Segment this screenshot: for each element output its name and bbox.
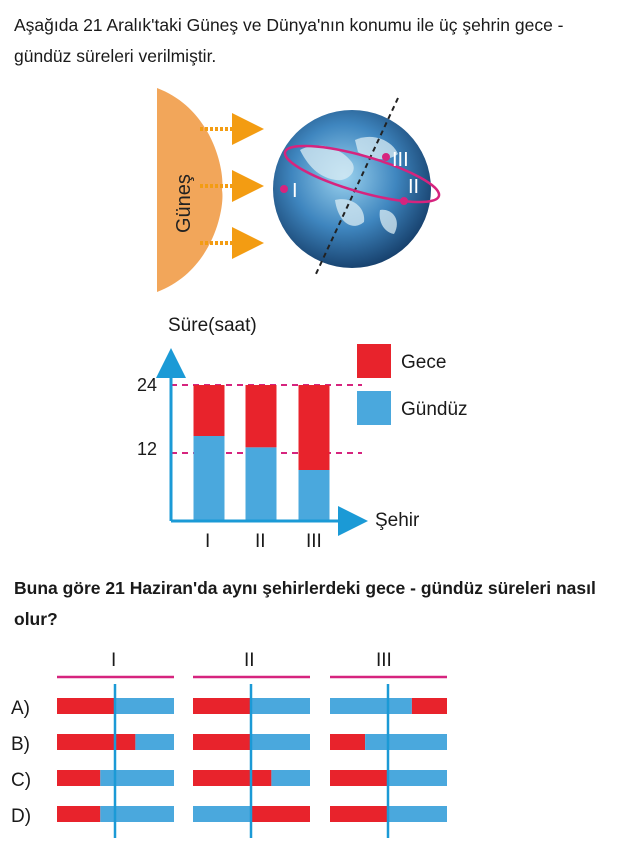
option-a-bar-1-part-2: [115, 698, 174, 714]
option-d-bar-2-part-1: [193, 806, 252, 822]
option-a-bar-2-part-2: [251, 698, 310, 714]
chart-bars-group: [171, 384, 362, 521]
option-column-i: I: [111, 650, 116, 671]
legend-label-gunduz: Gündüz: [401, 399, 468, 420]
option-b-bar-1-part-2: [135, 734, 174, 750]
bar-gece-iii: [298, 385, 330, 470]
city-label-i: I: [292, 180, 298, 202]
option-b-bar-3-part-2: [365, 734, 447, 750]
option-d-bar-1-part-1: [57, 806, 101, 822]
option-d-bar-3-part-1: [330, 806, 389, 822]
bar-gece-ii: [245, 385, 277, 448]
option-a-bar-2-part-1: [193, 698, 252, 714]
option-letter-d[interactable]: D): [11, 806, 31, 827]
city-dot-ii: [400, 197, 408, 205]
option-c-bar-2-part-1: [193, 770, 272, 786]
option-c-bar-1-part-1: [57, 770, 101, 786]
y-tick-24: 24: [137, 375, 157, 395]
question-text: Buna göre 21 Haziran'da aynı şehirlerdek…: [14, 578, 596, 629]
city-label-iii: III: [392, 149, 409, 171]
city-label-ii: II: [408, 176, 419, 198]
sun-label: Güneş: [173, 174, 195, 233]
option-c-bar-3-part-2: [388, 770, 447, 786]
option-column-ii: II: [244, 650, 255, 671]
earth-axis: [314, 97, 399, 277]
legend-swatch-gece: [357, 344, 391, 378]
option-d-bar-1-part-2: [100, 806, 174, 822]
bar-gündüz-i: [193, 436, 225, 521]
legend-swatch-gunduz: [357, 391, 391, 425]
option-d-bar-3-part-2: [388, 806, 447, 822]
y-axis-title: Süre(saat): [168, 315, 257, 336]
option-b-bar-3-part-1: [330, 734, 366, 750]
option-letter-b[interactable]: B): [11, 734, 30, 755]
sun-rays: [200, 113, 264, 259]
option-letter-c[interactable]: C): [11, 770, 31, 791]
option-c-bar-1-part-2: [100, 770, 174, 786]
city-dot-i: [280, 185, 288, 193]
option-a-bar-3-part-1: [330, 698, 412, 714]
option-c-bar-2-part-2: [271, 770, 310, 786]
option-b-bar-2-part-1: [193, 734, 252, 750]
city-dot-iii: [382, 153, 390, 161]
option-column-iii: III: [376, 650, 392, 671]
option-a-bar-3-part-2: [411, 698, 447, 714]
option-a-bar-1-part-1: [57, 698, 116, 714]
latitude-ring: [283, 144, 441, 204]
bar-gündüz-ii: [245, 447, 277, 521]
x-tick-iii: III: [306, 531, 322, 552]
option-d-bar-2-part-2: [251, 806, 310, 822]
intro-text: Aşağıda 21 Aralık'taki Güneş ve Dünya'nı…: [14, 15, 564, 66]
option-b-bar-2-part-2: [251, 734, 310, 750]
option-letter-a[interactable]: A): [11, 698, 30, 719]
option-c-bar-3-part-1: [330, 770, 389, 786]
legend-label-gece: Gece: [401, 352, 446, 373]
bar-gece-i: [193, 385, 225, 436]
x-axis-title: Şehir: [375, 510, 420, 531]
x-tick-i: I: [205, 531, 210, 552]
option-b-bar-1-part-1: [57, 734, 136, 750]
bar-gündüz-iii: [298, 470, 330, 521]
y-tick-12: 12: [137, 439, 157, 459]
x-tick-ii: II: [255, 531, 266, 552]
